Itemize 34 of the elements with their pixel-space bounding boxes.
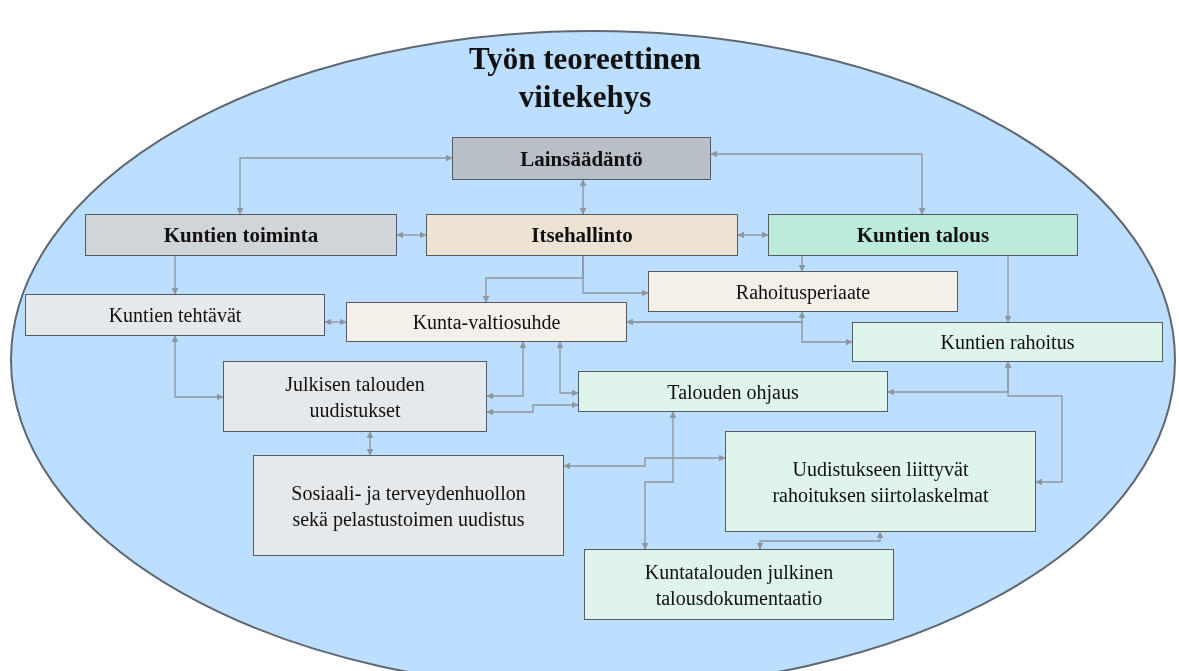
connector-arrow <box>171 255 179 295</box>
concept-box: Sosiaali- ja terveydenhuollon sekä pelastustoimen uudistus <box>253 455 564 556</box>
connector-arrow <box>579 179 587 215</box>
concept-box: Kuntien talous <box>768 214 1078 256</box>
connector-arrow <box>324 318 347 326</box>
connector-arrow <box>1004 361 1063 486</box>
concept-box: Rahoitusperiaate <box>648 271 958 312</box>
connector-arrow <box>756 531 884 550</box>
connector-arrow <box>1004 255 1012 323</box>
connector-arrow <box>798 255 806 272</box>
connector-arrow <box>236 154 453 215</box>
connector-arrow <box>171 335 224 401</box>
concept-box: Uudistukseen liittyvät rahoituksen siirtolaskelmat <box>725 431 1036 532</box>
connector-arrow <box>396 231 427 239</box>
connector-arrow <box>563 454 726 470</box>
ellipse-label: Työn teoreettinen viitekehys <box>467 40 703 116</box>
concept-box: Kuntien toiminta <box>85 214 397 256</box>
connector-arrow <box>486 401 579 416</box>
concept-box: Lainsäädäntö <box>452 137 711 180</box>
concept-box: Kuntatalouden julkinen talousdokumentaatio <box>584 549 894 620</box>
concept-box: Julkisen talouden uudistukset <box>223 361 487 432</box>
connector-arrow <box>366 431 374 456</box>
concept-box: Kunta-valtiosuhde <box>346 302 627 342</box>
concept-box: Kuntien tehtävät <box>25 294 325 336</box>
connector-arrow <box>582 255 649 297</box>
connector-arrow <box>641 411 677 550</box>
connector-arrow <box>486 341 527 400</box>
connector-arrow <box>710 150 926 215</box>
concept-box: Kuntien rahoitus <box>852 322 1163 362</box>
concept-box: Itsehallinto <box>426 214 738 256</box>
connector-arrow <box>737 231 769 239</box>
connector-arrow <box>556 341 579 397</box>
concept-box: Talouden ohjaus <box>578 371 888 412</box>
connector-arrow <box>626 318 853 346</box>
